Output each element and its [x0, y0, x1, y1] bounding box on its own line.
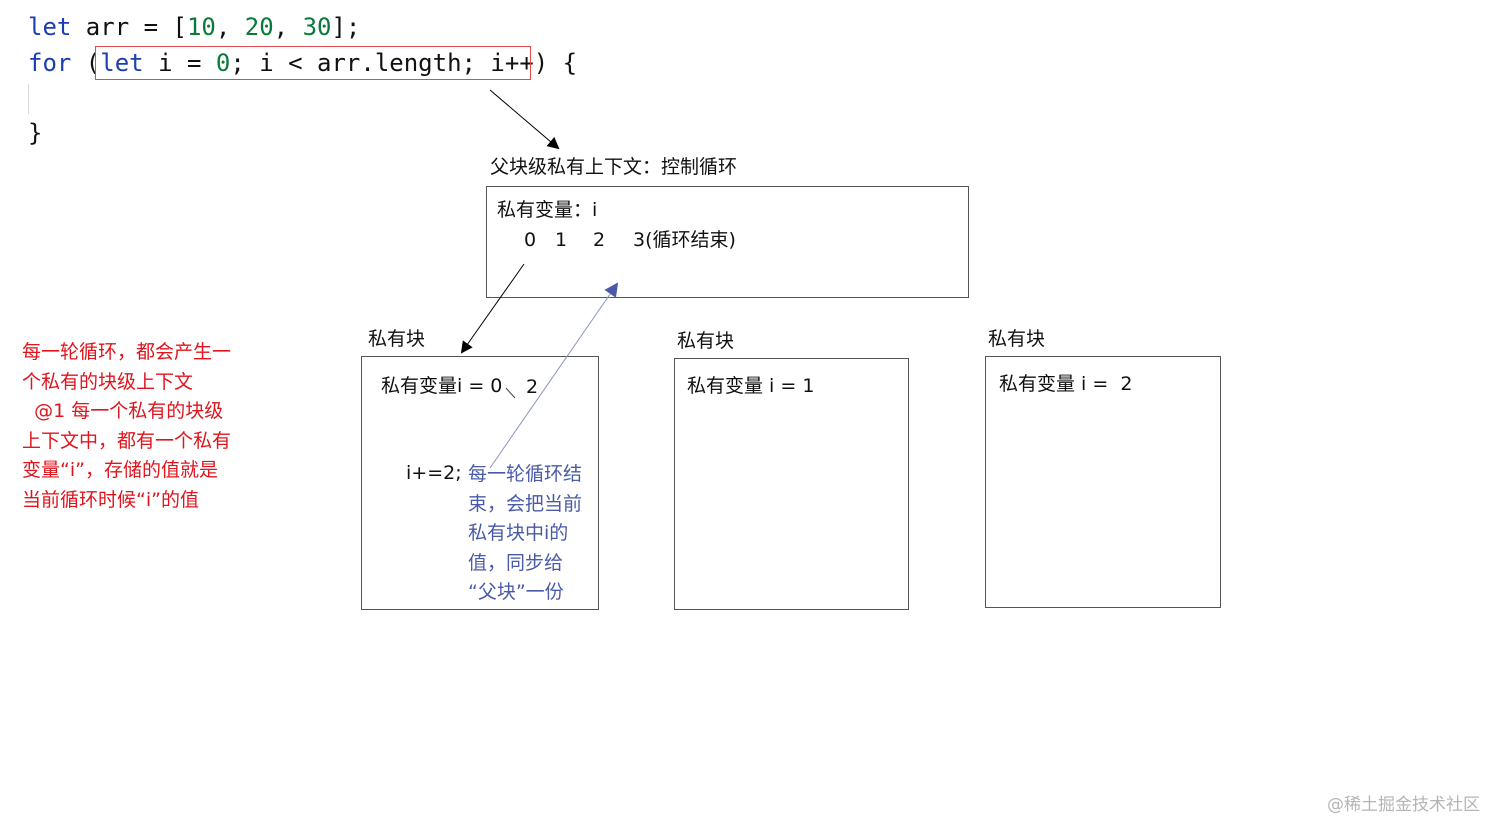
code-line-4: }	[28, 119, 43, 147]
code-text: ) {	[533, 49, 578, 77]
block-to-parent-sync-arrow	[489, 282, 619, 469]
red-note-line: 变量“i”，存储的值就是	[22, 459, 218, 481]
watermark: @稀土掘金技术社区	[1327, 795, 1480, 815]
number-literal: 30	[302, 13, 332, 41]
loop-header-highlight	[95, 46, 531, 80]
keyword-for: for	[28, 49, 72, 77]
code-text: ; i < arr.length; i++	[230, 49, 534, 77]
text-cursor	[28, 84, 29, 114]
block-1-var: 私有变量i = 0	[381, 375, 503, 397]
keyword-let: let	[28, 13, 72, 41]
blue-note-line: 每一轮循环结	[468, 463, 583, 485]
blue-note-line: 私有块中i的	[468, 522, 569, 544]
block-2-box: 私有变量 i = 1	[674, 358, 909, 610]
blue-note-line: 值，同步给	[468, 551, 564, 574]
block-1-title: 私有块	[368, 328, 426, 350]
block-3-var: 私有变量 i = 2	[999, 373, 1133, 395]
number-literal: 0	[215, 49, 231, 77]
blue-annotation: 每一轮循环结 束，会把当前 私有块中i的 值，同步给 “父块”一份	[468, 460, 582, 608]
block-1-step: i+=2;	[406, 462, 462, 484]
code-text: ];	[331, 13, 361, 41]
red-note-line: 当前循环时候“i”的值	[22, 488, 199, 511]
parent-value-2: 2	[593, 229, 606, 251]
number-literal: 20	[244, 13, 274, 41]
block-1-box: 私有变量i = 0 2 i+=2;	[361, 356, 599, 610]
parent-value-0: 0	[524, 229, 537, 251]
red-note-line: @1 每一个私有的块级	[22, 400, 224, 422]
parent-context-title: 父块级私有上下文：控制循环	[490, 156, 738, 178]
block-1-extra-value: 2	[526, 376, 539, 398]
code-line-1: let arr = [10, 20, 30];	[28, 15, 360, 39]
code-line-2: for (let i = 0; i < arr.length; i++) {	[28, 51, 577, 75]
red-annotation: 每一轮循环，都会产生一 个私有的块级上下文 @1 每一个私有的块级 上下文中，都…	[22, 338, 262, 515]
code-text: arr = [	[71, 13, 187, 41]
block-3-box: 私有变量 i = 2	[985, 356, 1221, 608]
strike-mark	[505, 387, 516, 399]
code-text: (	[71, 49, 101, 77]
code-text: i =	[143, 49, 216, 77]
block-2-var: 私有变量 i = 1	[687, 375, 815, 397]
red-note-line: 上下文中，都有一个私有	[22, 429, 232, 452]
block-3-title: 私有块	[988, 328, 1046, 350]
blue-note-line: “父块”一份	[468, 581, 564, 603]
code-text: ,	[273, 13, 303, 41]
keyword-let: let	[100, 49, 144, 77]
parent-value-3: 3(循环结束)	[633, 229, 736, 251]
parent-var-label: 私有变量：i	[497, 199, 598, 221]
code-to-parent-arrow	[489, 89, 560, 150]
parent-context-box: 私有变量：i 0 1 2 3(循环结束)	[486, 186, 969, 298]
blue-note-line: 束，会把当前	[468, 492, 583, 515]
number-literal: 10	[186, 13, 216, 41]
code-text: ,	[215, 13, 245, 41]
block-2-title: 私有块	[677, 330, 735, 352]
red-note-line: 个私有的块级上下文	[22, 370, 194, 393]
red-note-line: 每一轮循环，都会产生一	[22, 341, 232, 363]
parent-to-block-arrow	[460, 263, 525, 354]
parent-value-1: 1	[555, 229, 568, 251]
